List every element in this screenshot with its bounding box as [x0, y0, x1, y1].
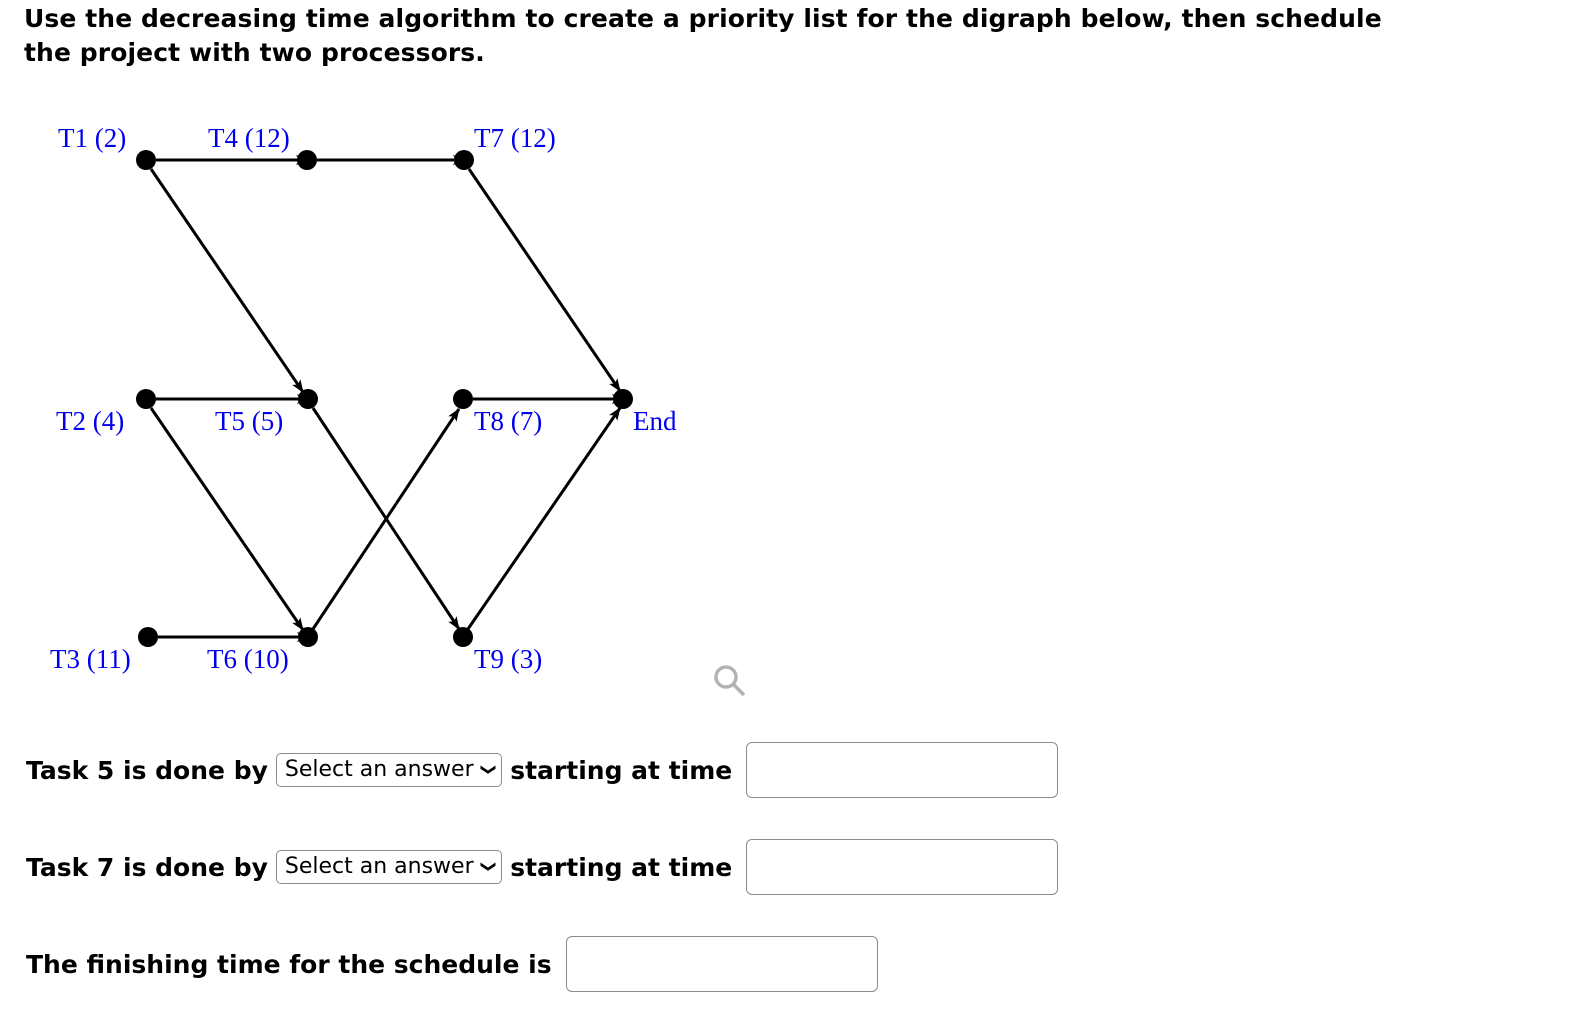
edge-t9-end — [466, 407, 622, 630]
node-t6 — [298, 627, 318, 647]
page-title: Use the decreasing time algorithm to cre… — [24, 4, 1391, 67]
finishing-time-input[interactable] — [565, 936, 878, 992]
digraph-svg — [136, 150, 633, 647]
node-t8 — [453, 389, 473, 409]
chevron-down-icon: ❯ — [479, 762, 498, 776]
node-label-t4: T4 (12) — [208, 123, 290, 153]
task7-middle-label: starting at time — [510, 852, 733, 882]
node-t3 — [138, 627, 158, 647]
edge-t6-t8 — [311, 408, 461, 630]
node-t1 — [136, 150, 156, 170]
node-label-end: End — [633, 406, 677, 436]
node-t5 — [298, 389, 318, 409]
task7-prefix-label: Task 7 is done by — [26, 852, 268, 882]
edge-t2-t6 — [149, 407, 305, 631]
task5-answer-select[interactable]: Select an answer ❯ — [275, 753, 503, 787]
question-row-task7: Task 7 is done by Select an answer ❯ sta… — [26, 839, 1059, 895]
task5-start-time-input[interactable] — [746, 742, 1059, 798]
task7-start-time-input[interactable] — [746, 839, 1059, 895]
digraph-nodes — [136, 150, 633, 647]
finishing-time-label: The finishing time for the schedule is — [26, 949, 552, 979]
node-label-t3: T3 (11) — [50, 644, 131, 674]
magnifier-glyph — [714, 665, 746, 697]
magnifier-icon[interactable] — [708, 660, 752, 704]
node-label-t5: T5 (5) — [215, 406, 284, 436]
node-t7 — [454, 150, 474, 170]
task5-middle-label: starting at time — [510, 755, 733, 785]
task5-prefix-label: Task 5 is done by — [26, 755, 268, 785]
digraph-figure: T1 (2) T4 (12) T7 (12) T2 (4) T5 (5) T8 … — [0, 100, 800, 710]
node-t9 — [453, 627, 473, 647]
question-row-finishing-time: The finishing time for the schedule is — [26, 936, 878, 992]
node-label-t7: T7 (12) — [474, 123, 556, 153]
task5-select-value: Select an answer — [284, 757, 474, 782]
digraph-edges — [149, 155, 625, 642]
task7-select-value: Select an answer — [284, 854, 474, 879]
question-row-task5: Task 5 is done by Select an answer ❯ sta… — [26, 742, 1059, 798]
edge-t7-end — [467, 168, 622, 392]
node-t4 — [297, 150, 317, 170]
edge-t1-t5 — [149, 168, 305, 393]
task7-answer-select[interactable]: Select an answer ❯ — [275, 850, 503, 884]
node-t2 — [136, 389, 156, 409]
node-label-t6: T6 (10) — [207, 644, 289, 674]
node-label-t2: T2 (4) — [56, 406, 125, 436]
node-label-t8: T8 (7) — [474, 406, 543, 436]
node-label-t1: T1 (2) — [58, 123, 127, 153]
node-end — [613, 389, 633, 409]
node-label-t9: T9 (3) — [474, 644, 543, 674]
chevron-down-icon: ❯ — [479, 859, 498, 873]
